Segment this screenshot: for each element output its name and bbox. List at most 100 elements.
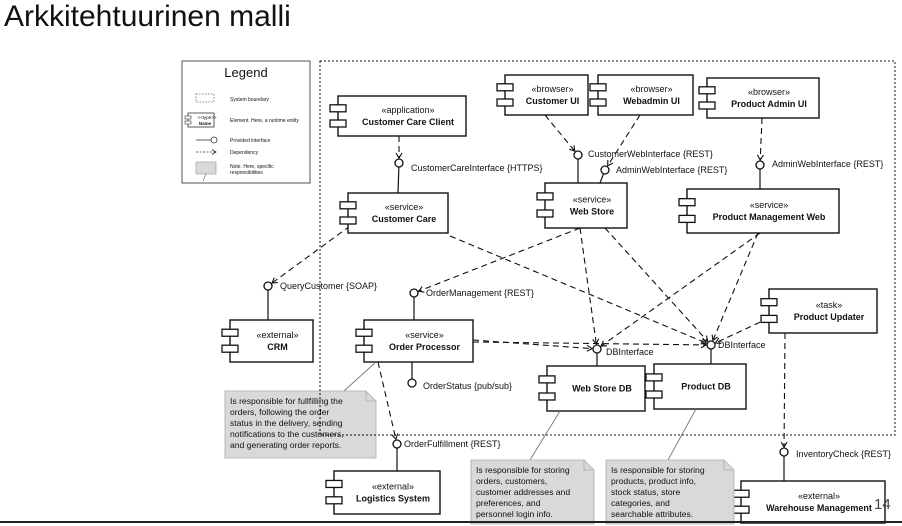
legend-element-name: Name xyxy=(199,121,212,126)
note-line: notifications to the customers, xyxy=(230,429,344,439)
component-warehouse-management[interactable]: «external» Warehouse Management xyxy=(732,480,886,524)
component-web-store[interactable]: «service» Web Store xyxy=(536,182,628,229)
component-tab xyxy=(496,98,514,107)
dependency-arrowhead xyxy=(569,145,576,152)
note-line: categories, and xyxy=(611,498,670,508)
interface-inventory-check[interactable]: InventoryCheck {REST} xyxy=(779,447,891,481)
component-tab xyxy=(538,392,556,401)
component-tab xyxy=(221,344,239,353)
interface-circle xyxy=(263,281,273,291)
component-tab xyxy=(496,83,514,92)
component-tab xyxy=(760,314,778,324)
component-crm[interactable]: «external»CRM xyxy=(221,319,314,363)
interface-label: OrderManagement {REST} xyxy=(426,288,534,298)
component-tab xyxy=(221,328,239,337)
dependency-arrowhead xyxy=(391,433,399,441)
component-name: Product Management Web xyxy=(713,212,826,222)
component-name: Web Store xyxy=(570,207,614,217)
interface-order-status[interactable]: OrderStatus {pub/sub} xyxy=(407,362,512,391)
dependency-line xyxy=(607,114,641,167)
component-tab xyxy=(536,192,554,201)
dependency-arrowhead xyxy=(700,341,708,349)
interface-circle xyxy=(407,378,417,388)
interface-label: InventoryCheck {REST} xyxy=(796,449,891,459)
dependency-arrowhead xyxy=(417,286,425,293)
component-customer-ui[interactable]: «browser»Customer UI xyxy=(496,74,589,116)
component-tab xyxy=(329,119,347,128)
interface-order-management[interactable]: OrderManagement {REST} xyxy=(409,288,534,320)
component-tab xyxy=(339,201,357,210)
interface-circle xyxy=(755,160,765,170)
note-line: searchable attributes. xyxy=(611,509,693,519)
component-logistics-system[interactable]: «external» Logistics System xyxy=(325,470,441,515)
note-line: stock status, store xyxy=(611,487,680,497)
dependency-arrowhead xyxy=(780,441,788,449)
interface-db-interface-product[interactable]: DBInterface xyxy=(706,340,766,364)
note-line: Is responsible for fullfilling the xyxy=(230,396,343,406)
component-tab xyxy=(678,214,696,224)
dependency-line xyxy=(783,332,786,448)
interface-query-customer[interactable]: QueryCustomer {SOAP} xyxy=(263,281,377,320)
dependency-lines xyxy=(271,114,788,449)
component-customer-care[interactable]: «service»Customer Care xyxy=(339,192,449,234)
component-tab xyxy=(732,489,750,498)
component-order-processor[interactable]: «service»Order Processor xyxy=(355,319,474,363)
dependency-line xyxy=(472,341,707,346)
component-name: Warehouse Management xyxy=(766,503,872,513)
slide-bottom-rule xyxy=(0,521,902,523)
page-number: 14 xyxy=(874,496,891,513)
note-line: orders, customers, xyxy=(476,476,547,486)
component-name: Logistics System xyxy=(356,494,430,504)
interface-label: DBInterface xyxy=(718,340,766,350)
interface-label: AdminWebInterface {REST} xyxy=(616,165,727,175)
component-stereotype: «service» xyxy=(405,330,444,340)
component-stereotype: «application» xyxy=(381,105,434,115)
component-tab xyxy=(325,496,343,505)
component-name: Web Store DB xyxy=(572,384,632,394)
components-layer: «browser»Customer UI«browser»Webadmin UI… xyxy=(221,74,886,524)
dependency-arrowhead xyxy=(607,159,614,167)
legend-label: Element. Here, a runtime entity xyxy=(230,118,299,124)
interface-admin-web-interface-store[interactable]: AdminWebInterface {REST} xyxy=(599,165,727,184)
interface-customer-web-interface[interactable]: CustomerWebInterface {REST} xyxy=(573,149,713,183)
component-name: Customer UI xyxy=(526,96,580,106)
component-name: Product Updater xyxy=(794,312,865,322)
interface-order-fulfillment[interactable]: OrderFulfillment {REST} xyxy=(392,439,501,471)
component-stereotype: «service» xyxy=(573,195,612,205)
interface-label: QueryCustomer {SOAP} xyxy=(280,281,377,291)
interface-circle xyxy=(409,288,419,298)
component-web-store-db[interactable]: Web Store DB xyxy=(538,365,646,412)
interface-circle xyxy=(573,150,583,160)
interface-admin-web-interface-pm[interactable]: AdminWebInterface {REST} xyxy=(755,159,883,189)
dependency-arrowhead xyxy=(395,152,403,160)
component-product-db[interactable]: Product DB xyxy=(645,363,747,410)
note-line: customer addresses and xyxy=(476,487,570,497)
component-customer-care-client[interactable]: «application»Customer Care Client xyxy=(329,95,467,137)
component-tab xyxy=(589,83,607,92)
dependency-line xyxy=(271,225,351,284)
dependency-arrowhead xyxy=(586,344,594,352)
component-product-management-web[interactable]: «service»Product Management Web xyxy=(678,188,840,234)
legend-element-type: <<type>> xyxy=(197,115,216,120)
component-tab xyxy=(645,373,663,382)
interface-db-interface-store[interactable]: DBInterface xyxy=(592,344,654,366)
component-stereotype: «external» xyxy=(798,491,840,501)
dependency-line xyxy=(449,235,707,344)
interface-label: AdminWebInterface {REST} xyxy=(772,159,883,169)
interface-customer-care-interface[interactable]: CustomerCareInterface {HTTPS} xyxy=(394,158,543,194)
component-tab xyxy=(678,198,696,207)
note-line: personnel login info. xyxy=(476,509,553,519)
component-tab xyxy=(538,375,556,384)
component-webadmin-ui[interactable]: «browser»Webadmin UI xyxy=(589,74,694,116)
component-stereotype: «task» xyxy=(816,300,843,310)
dependency-line xyxy=(604,227,709,342)
component-product-admin-ui[interactable]: «browser»Product Admin UI xyxy=(698,77,820,119)
component-product-updater[interactable]: «task» Product Updater xyxy=(760,288,878,334)
dependency-line xyxy=(418,227,581,292)
component-stereotype: «external» xyxy=(372,482,414,492)
component-name: CRM xyxy=(267,342,288,352)
